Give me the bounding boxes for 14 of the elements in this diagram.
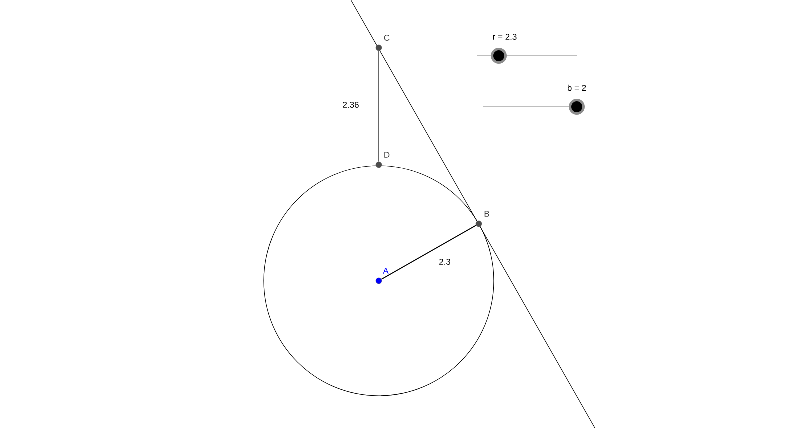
slider-label: r = 2.3 bbox=[493, 34, 517, 40]
point: C bbox=[376, 35, 390, 52]
edge-label: 2.36 bbox=[342, 100, 360, 109]
line-segment bbox=[381, 225, 477, 280]
node-label: D bbox=[384, 152, 390, 158]
node-label: C bbox=[384, 34, 390, 41]
line-segment bbox=[378, 50, 380, 162]
slider-label: b = 2 bbox=[568, 84, 586, 92]
point: D bbox=[376, 152, 390, 168]
edge-label: 2.3 bbox=[438, 258, 452, 266]
point: A bbox=[376, 268, 389, 284]
point: B bbox=[476, 211, 490, 228]
node-label: B bbox=[484, 211, 490, 217]
node-label: A bbox=[383, 268, 389, 274]
